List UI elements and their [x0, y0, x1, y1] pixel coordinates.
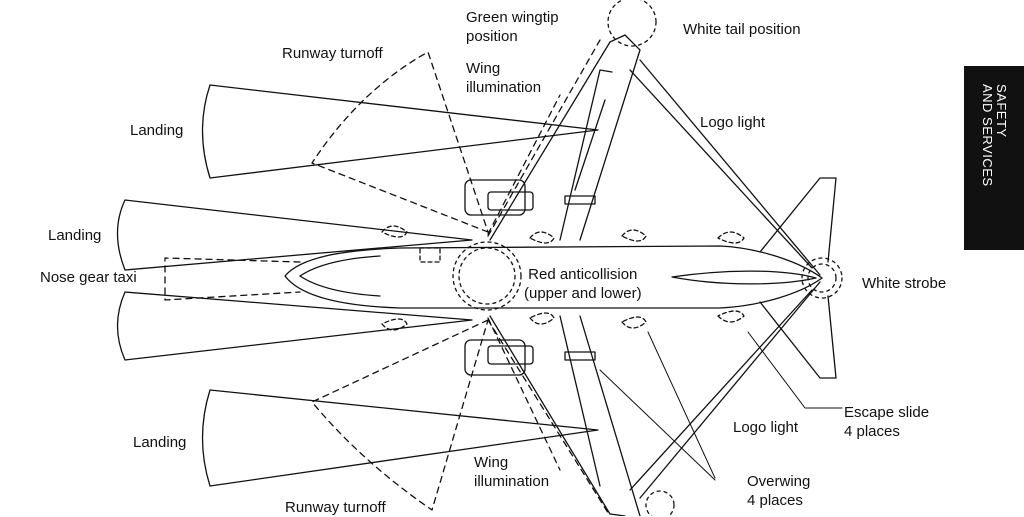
label-red-anticollision-line1: Red anticollision [528, 266, 638, 283]
label-red-anticollision-line2: (upper and lower) [524, 285, 642, 302]
label-runway-turnoff-bottom: Runway turnoff [285, 499, 386, 516]
runway-turnoff-beam-lower [311, 319, 489, 511]
escape-slide-markers [381, 225, 745, 331]
label-wing-illumination-top-line1: Wing [466, 60, 501, 77]
label-green-wingtip-line2: position [466, 28, 518, 45]
section-tab-text: SAFETY AND SERVICES [964, 66, 1024, 250]
label-overwing-line2: 4 places [747, 492, 803, 509]
label-escape-slide: Escape slide 4 places [844, 403, 929, 441]
label-landing-3: Landing [133, 434, 187, 451]
label-green-wingtip-line1: Green wingtip [466, 9, 559, 26]
tail-stabilizer [759, 177, 837, 379]
label-wing-illumination-top: Wing illumination [466, 59, 541, 97]
label-wing-illumination-top-line2: illumination [466, 79, 542, 96]
landing-light-beam-fuselage-upper [116, 199, 473, 271]
label-wing-illumination-bottom-line2: illumination [474, 473, 550, 490]
fuselage [284, 245, 823, 309]
label-landing-2: Landing [48, 227, 102, 244]
wing-upper [464, 34, 641, 241]
label-green-wingtip: Green wingtip position [466, 8, 559, 46]
landing-light-beam-lower-wing [201, 389, 599, 487]
label-escape-slide-line1: Escape slide [844, 404, 930, 421]
strobe-light-burst [801, 257, 843, 299]
label-white-tail-position: White tail position [683, 21, 801, 38]
label-logo-light-top: Logo light [700, 114, 766, 131]
label-overwing: Overwing 4 places [747, 472, 810, 510]
label-logo-light-bottom: Logo light [733, 419, 799, 436]
label-nose-gear-taxi: Nose gear taxi [40, 269, 137, 286]
runway-turnoff-beam-upper [311, 51, 489, 233]
section-tab: SAFETY AND SERVICES [964, 66, 1024, 250]
wing-illumination-dashes [487, 39, 611, 516]
landing-light-beam-fuselage-lower [116, 291, 473, 361]
section-tab-line2: AND SERVICES [980, 84, 995, 187]
label-wing-illumination-bottom-line1: Wing [474, 454, 509, 471]
label-escape-slide-line2: 4 places [844, 423, 900, 440]
leader-lines [599, 331, 843, 481]
nose-gear-taxi-beam [164, 257, 301, 301]
label-runway-turnoff-top: Runway turnoff [282, 45, 383, 62]
label-landing-1: Landing [130, 122, 184, 139]
logo-light-lines [629, 59, 821, 499]
wing-lower [464, 315, 641, 516]
label-overwing-line1: Overwing [747, 473, 811, 490]
anticollision-light-burst [452, 241, 522, 311]
section-tab-line1: SAFETY [994, 84, 1009, 138]
wingtip-light-burst [607, 0, 675, 516]
label-wing-illumination-bottom: Wing illumination [474, 453, 549, 491]
label-white-strobe: White strobe [862, 275, 947, 292]
label-red-anticollision: Red anticollision (upper and lower) [524, 265, 642, 303]
landing-light-beam-upper-wing [201, 84, 599, 179]
